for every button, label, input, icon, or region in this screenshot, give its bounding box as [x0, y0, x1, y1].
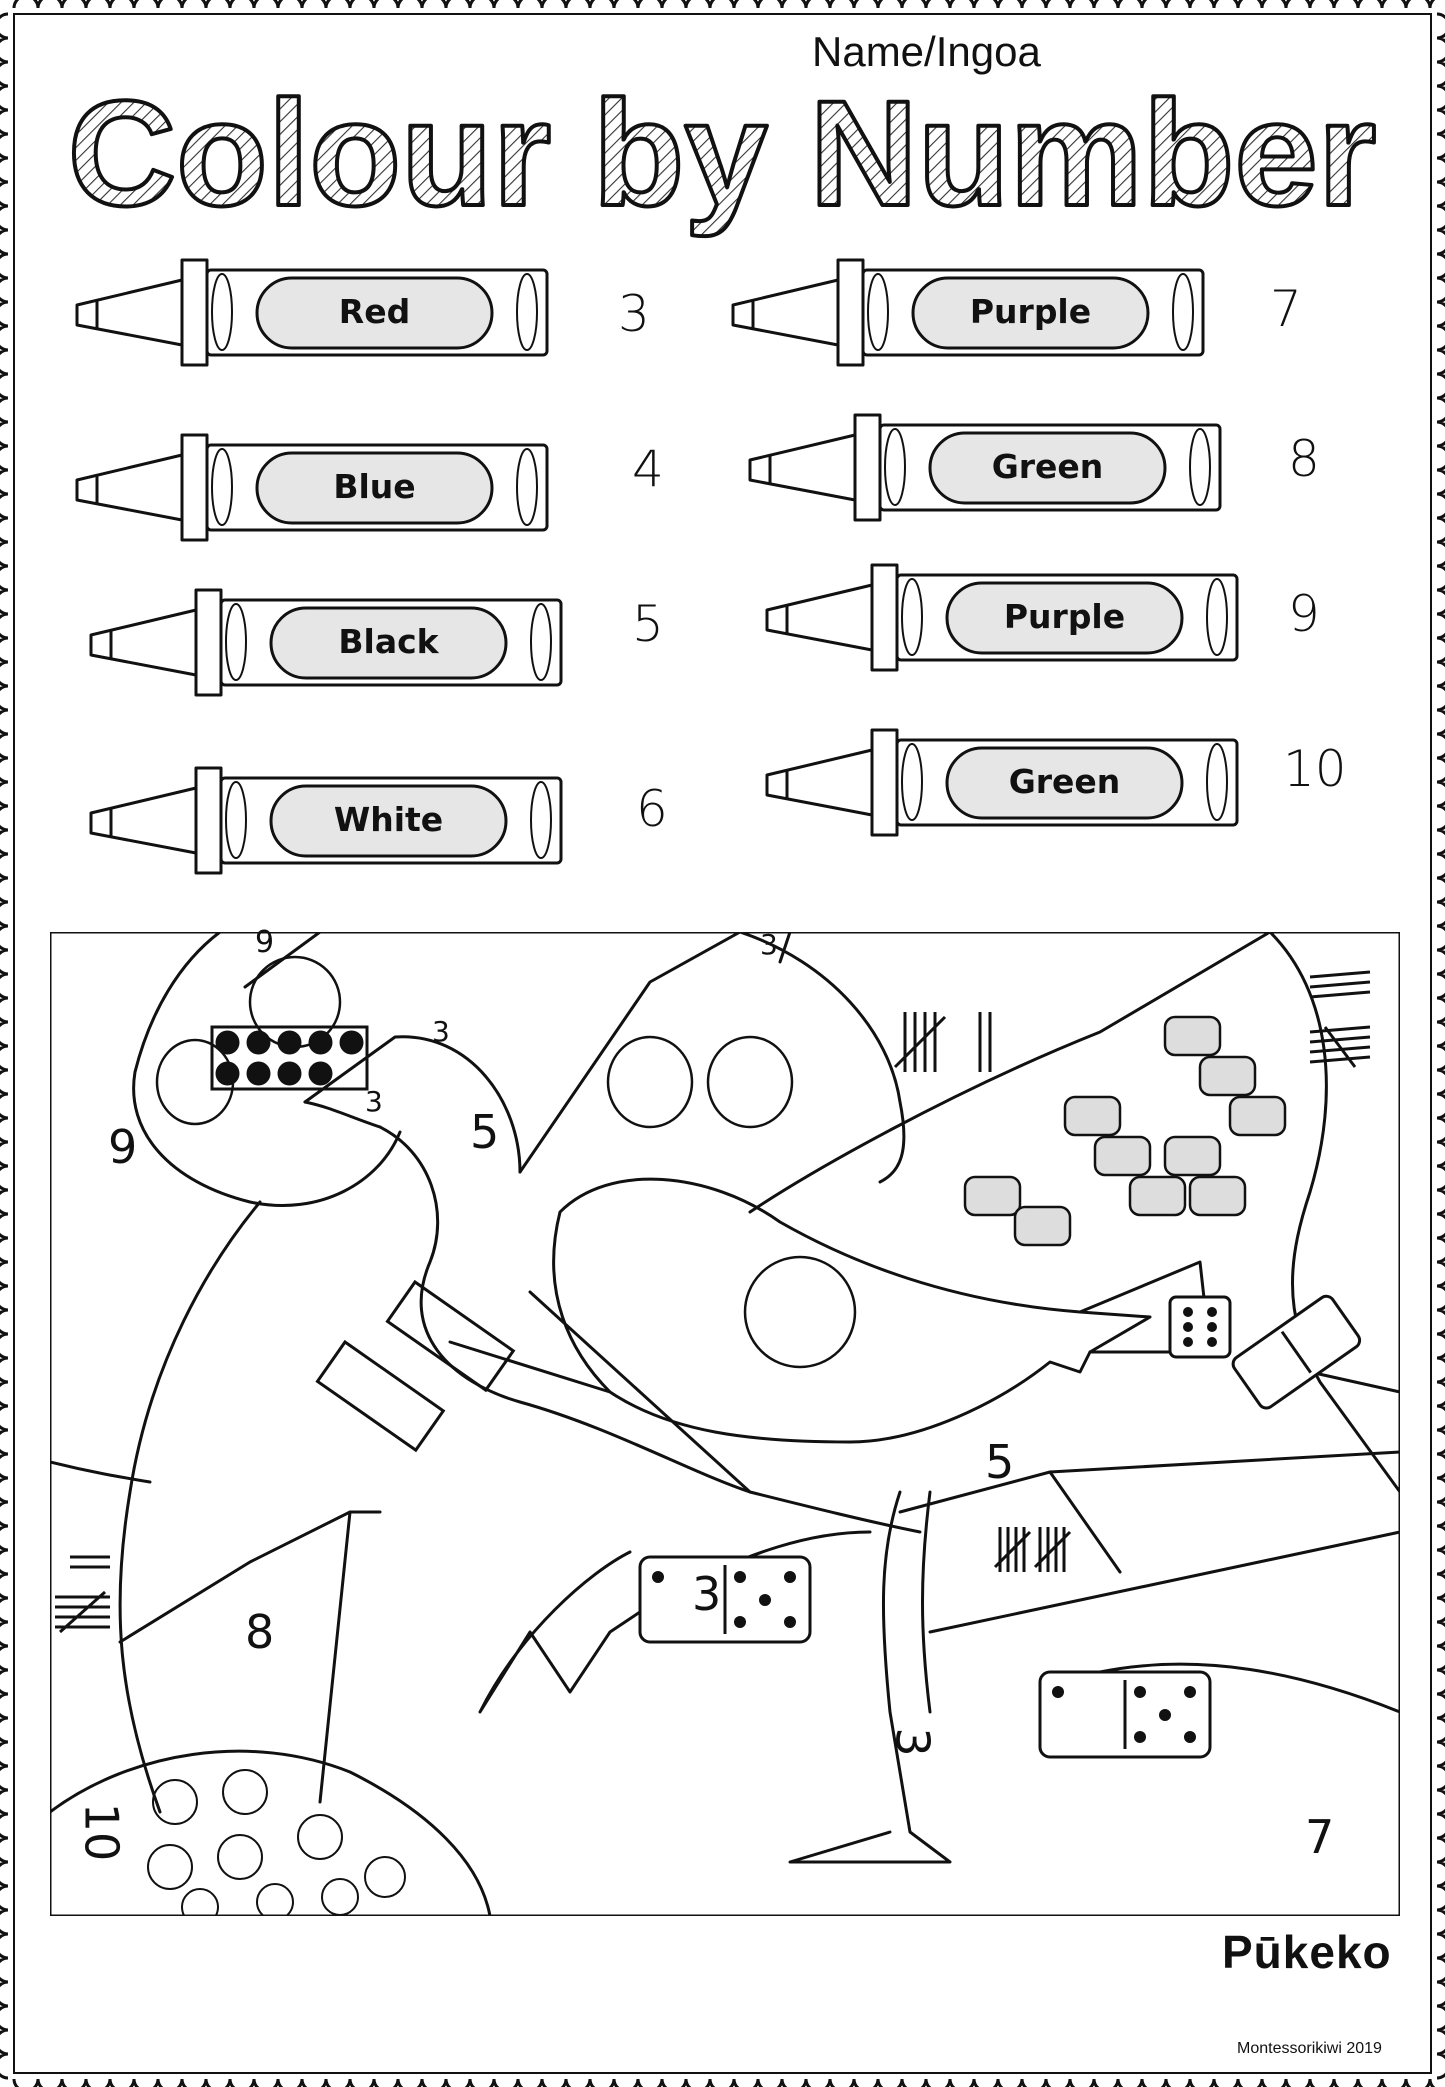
crayon-label: Blue — [333, 467, 416, 506]
ten-frame-dot — [246, 1030, 271, 1055]
tally-marks-right — [1309, 970, 1371, 1068]
domino-bottom-right — [1038, 1670, 1212, 1759]
number-top-left: 9 — [108, 1120, 138, 1174]
picture-title: Pūkeko — [1222, 1926, 1392, 1978]
domino-bottom-middle — [638, 1555, 812, 1644]
crayon-icon — [765, 728, 1239, 837]
legend-number: 6 — [636, 780, 668, 838]
tally-marks-bottom — [993, 1527, 1072, 1572]
number-beak-lower: 3 — [365, 1085, 383, 1118]
hand-icons — [155, 955, 857, 1369]
legend-number: 7 — [1270, 280, 1302, 338]
bird-back — [118, 1200, 262, 1814]
ten-frame-dot — [215, 1030, 240, 1055]
bird-leg — [788, 1490, 952, 1864]
colouring-picture — [50, 932, 1400, 1916]
crayon-white: White — [86, 758, 566, 883]
crayon-label: Green — [1008, 762, 1121, 801]
number-bottom-right: 7 — [1305, 1810, 1335, 1864]
crayon-red: Red — [72, 250, 552, 375]
ten-frame-upper — [385, 1279, 516, 1393]
crayon-green: Green — [762, 720, 1242, 845]
crayon-label: Red — [338, 292, 411, 331]
crayon-icon — [765, 563, 1239, 672]
ten-frame-dot — [308, 1030, 333, 1055]
domino-right — [1231, 1294, 1362, 1410]
legend-number: 9 — [1288, 585, 1320, 643]
number-left-mid: 8 — [245, 1605, 275, 1659]
die-face — [1168, 1295, 1232, 1359]
crayon-label: Green — [991, 447, 1104, 486]
number-body-mid: 5 — [985, 1435, 1015, 1489]
crayon-icon — [89, 588, 563, 697]
number-leg-upper: 3 — [692, 1567, 722, 1621]
wing-lower-line — [448, 1340, 612, 1394]
region-right-edge — [1268, 932, 1400, 1494]
beak-line — [303, 1100, 382, 1129]
crayon-purple: Purple — [762, 555, 1242, 680]
bird-head — [303, 1035, 522, 1174]
crayon-label: Purple — [1003, 597, 1126, 636]
crayon-label: Black — [338, 622, 439, 661]
region-band-mid — [928, 1530, 1400, 1634]
region-top-middle-lobe — [738, 932, 906, 1184]
region-upper-right-edge — [748, 932, 1272, 1214]
crayon-icon — [748, 413, 1222, 522]
name-label: Name/Ingoa — [812, 28, 1041, 75]
crayon-black: Black — [86, 580, 566, 705]
legend-number: 10 — [1283, 740, 1347, 798]
legend-number: 3 — [618, 285, 650, 343]
region-left-divider — [318, 1510, 352, 1804]
crayon-purple: Purple — [728, 250, 1208, 375]
bird-foot — [478, 1530, 872, 1714]
credit-text: Montessorikiwi 2019 — [1237, 2040, 1382, 2057]
legend-number: 8 — [1288, 430, 1320, 488]
ten-frame-middle — [315, 1339, 446, 1453]
ten-frame-dot — [339, 1030, 364, 1055]
tally-marks-upper — [893, 1012, 992, 1072]
region-band-top — [898, 1450, 1400, 1514]
ten-frame-dot — [246, 1061, 271, 1086]
pohutukawa-flowers — [147, 1769, 406, 1916]
number-neck: 5 — [470, 1105, 500, 1159]
number-top-strip: 9 — [255, 925, 275, 960]
page-title: Colour by Number — [66, 70, 1378, 239]
number-beak-upper: 3 — [432, 1015, 450, 1048]
crayon-blue: Blue — [72, 425, 552, 550]
bird-neck — [378, 1125, 922, 1534]
crayon-icon — [75, 258, 549, 367]
kete-baskets — [963, 1015, 1287, 1247]
ten-frame-dot — [215, 1061, 240, 1086]
region-top-middle-edge — [518, 932, 742, 1174]
number-leg-lower: 3 — [885, 1727, 940, 1757]
ten-frame-dot — [308, 1061, 333, 1086]
region-top-notch — [778, 932, 792, 964]
legend-number: 5 — [632, 595, 664, 653]
region-top-left-lobe — [132, 932, 402, 1207]
region-right-corner — [1308, 1370, 1400, 1394]
crayon-icon — [731, 258, 1205, 367]
ten-frame-dot — [277, 1061, 302, 1086]
bird-leg-back — [921, 1490, 932, 1714]
region-bottom-right-lobe — [1098, 1662, 1400, 1714]
region-left-band — [50, 1460, 152, 1484]
crayon-green: Green — [745, 405, 1225, 530]
crayon-label: Purple — [969, 292, 1092, 331]
tally-marks-left — [55, 1555, 110, 1634]
crayon-icon — [75, 433, 549, 542]
region-bottom-left-lobe — [50, 1749, 492, 1916]
ten-frame-dot — [277, 1030, 302, 1055]
number-top-center: 3 — [760, 928, 778, 961]
region-left-middle — [118, 1510, 382, 1644]
page-title-text: Colour by Number — [68, 70, 1376, 237]
wing-diagonal — [528, 1290, 752, 1494]
legend-number: 4 — [632, 440, 664, 498]
crayon-icon — [89, 766, 563, 875]
number-bottom-left: 10 — [74, 1802, 129, 1862]
crayon-label: White — [333, 800, 444, 839]
region-band-divider — [1048, 1470, 1122, 1574]
ten-frame-left — [210, 1025, 369, 1091]
